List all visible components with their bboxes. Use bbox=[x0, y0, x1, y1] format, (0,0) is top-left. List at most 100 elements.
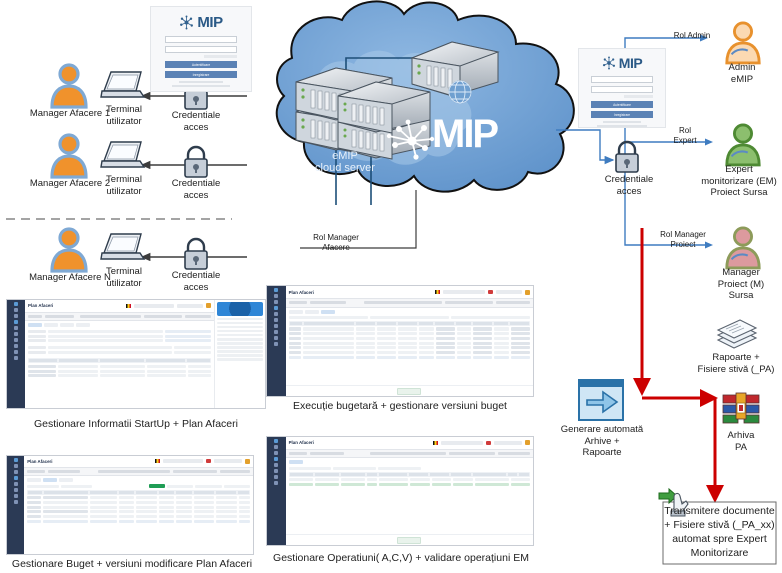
credential-lock-right-label: Credentiale acces bbox=[604, 174, 654, 197]
login-username-field[interactable] bbox=[165, 36, 237, 43]
arhiva-pa-label: Arhiva PA bbox=[727, 430, 755, 453]
login-username-field-right[interactable] bbox=[591, 76, 653, 83]
edge-label-rol-manager-proiect: Rol Manager Proiect bbox=[660, 230, 706, 249]
user-manager-afacere-2 bbox=[48, 132, 90, 179]
avatar[interactable] bbox=[205, 303, 211, 309]
screenshot-buget-caption: Gestionare Buget + versiuni modificare P… bbox=[11, 558, 253, 570]
notification-icon[interactable] bbox=[488, 290, 493, 295]
screenshot-operatiuni-caption: Gestionare Operatiuni( A,C,V) + validare… bbox=[273, 552, 529, 564]
person-icon bbox=[725, 123, 761, 167]
app-filterbar[interactable] bbox=[285, 449, 533, 459]
person-icon bbox=[50, 133, 88, 179]
app-operations[interactable] bbox=[285, 458, 533, 535]
arhiva-pa-icon-wrap bbox=[721, 392, 761, 428]
generare-automata-icon-wrap bbox=[577, 378, 625, 422]
transmitere-icon-wrap bbox=[658, 487, 692, 518]
app-titlebar: Plan Afaceri bbox=[25, 300, 214, 313]
app-sidebar[interactable] bbox=[7, 456, 25, 554]
notification-icon[interactable] bbox=[206, 459, 211, 464]
person-icon bbox=[50, 227, 88, 273]
person-icon bbox=[725, 226, 761, 270]
app-filterbar[interactable] bbox=[285, 299, 533, 308]
screenshot-startup-caption: Gestionare Informatii StartUp + Plan Afa… bbox=[34, 418, 238, 430]
app-budget-table[interactable] bbox=[285, 307, 533, 386]
app-budget-form[interactable] bbox=[24, 475, 253, 554]
login-panel-right-logo-text: MIP bbox=[618, 55, 643, 71]
login-register-button-right[interactable]: Inregistrare bbox=[591, 111, 653, 118]
user-manager-afacere-n bbox=[48, 226, 90, 273]
terminal-utilizator-2-label: Terminal utilizator bbox=[106, 174, 142, 197]
credential-lock-2-label: Credentiale acces bbox=[171, 178, 221, 201]
user-manager-afacere-1 bbox=[48, 62, 90, 109]
login-password-field-right[interactable] bbox=[591, 86, 653, 93]
screenshot-buget[interactable]: Plan Afaceri bbox=[6, 455, 254, 555]
actor-manager-proiect bbox=[723, 225, 763, 270]
actor-expert-monitorizare-label: Expert monitorizare (EM) Proiect Sursa bbox=[701, 164, 777, 198]
archive-rar-icon bbox=[722, 392, 760, 424]
user-manager-afacere-1-label: Manager Afacere 1 bbox=[29, 108, 111, 119]
actor-admin-emip bbox=[723, 20, 763, 65]
login-submit-button-right[interactable]: Autentificare bbox=[591, 101, 653, 108]
edge-label-rol-expert: Rol Expert bbox=[673, 126, 697, 145]
flag-icon bbox=[125, 303, 131, 308]
generare-automata-label: Generare automată Arhive + Rapoarte bbox=[560, 424, 644, 458]
screenshot-operatiuni[interactable]: Plan Afaceri bbox=[266, 436, 534, 546]
screenshot-executie-bugetara[interactable]: Plan Afaceri bbox=[266, 285, 534, 397]
app-rightpanel bbox=[213, 300, 265, 408]
laptop-icon bbox=[100, 233, 146, 260]
laptop-icon bbox=[100, 141, 146, 168]
app-titlebar: Plan Afaceri bbox=[285, 437, 533, 450]
document-stack-icon bbox=[716, 319, 758, 349]
credential-lock-n-label: Credentiale acces bbox=[171, 270, 221, 293]
app-sidebar[interactable] bbox=[267, 286, 286, 396]
login-panel-left-logo-text: MIP bbox=[197, 14, 223, 31]
edge-label-rol-manager-afacere: Rol Manager Afacere bbox=[313, 233, 359, 252]
notification-icon[interactable] bbox=[486, 440, 491, 445]
avatar[interactable] bbox=[525, 440, 530, 446]
mip-cloud-wordmark: MIP bbox=[432, 112, 499, 156]
export-window-icon bbox=[578, 379, 624, 421]
edge-label-rol-admin: Rol Admin bbox=[673, 31, 711, 40]
transmitere-label: Transmitere documente + Fisiere stivă (_… bbox=[664, 505, 775, 559]
terminal-utilizator-n bbox=[100, 232, 146, 266]
app-title: Plan Afaceri bbox=[288, 289, 314, 295]
app-form[interactable] bbox=[25, 321, 214, 408]
app-title: Plan Afaceri bbox=[28, 303, 54, 309]
app-sidebar[interactable] bbox=[7, 300, 26, 408]
terminal-utilizator-2 bbox=[100, 140, 146, 174]
lock-icon bbox=[184, 145, 208, 178]
avatar[interactable] bbox=[245, 458, 250, 464]
laptop-icon bbox=[100, 71, 146, 98]
person-icon bbox=[50, 63, 88, 109]
progress-bar bbox=[149, 484, 166, 489]
app-sidebar[interactable] bbox=[267, 437, 286, 545]
rapoarte-icon-wrap bbox=[714, 316, 760, 350]
server-network bbox=[410, 41, 500, 104]
app-filterbar[interactable] bbox=[25, 312, 214, 322]
flag-icon bbox=[435, 290, 440, 295]
lock-icon bbox=[615, 140, 639, 173]
user-manager-afacere-n-label: Manager Afacere N bbox=[29, 272, 111, 283]
flag-icon bbox=[433, 440, 438, 445]
login-submit-button[interactable]: Autentificare bbox=[165, 61, 237, 68]
terminal-utilizator-1 bbox=[100, 70, 146, 104]
actor-manager-proiect-label: Manager Proiect (M) Sursa bbox=[717, 267, 765, 301]
person-icon bbox=[725, 21, 761, 65]
rapoarte-label: Rapoarte + Fisiere stivă (_PA) bbox=[697, 352, 775, 375]
terminal-utilizator-1-label: Terminal utilizator bbox=[106, 104, 142, 127]
footer-badge bbox=[397, 387, 422, 395]
screenshot-startup[interactable]: Plan Afaceri bbox=[6, 299, 266, 409]
lock-icon bbox=[184, 237, 208, 270]
credential-lock-n bbox=[180, 237, 212, 272]
app-filterbar[interactable] bbox=[24, 467, 253, 476]
mip-logo-icon bbox=[180, 15, 194, 30]
footer-badge bbox=[397, 536, 422, 544]
terminal-utilizator-n-label: Terminal utilizator bbox=[106, 266, 142, 289]
app-titlebar: Plan Afaceri bbox=[24, 456, 253, 468]
flag-icon bbox=[155, 459, 160, 464]
avatar[interactable] bbox=[525, 289, 530, 295]
login-password-field[interactable] bbox=[165, 46, 237, 53]
login-register-button[interactable]: Inregistrare bbox=[165, 71, 237, 78]
server-stack-right-upper bbox=[337, 81, 431, 134]
